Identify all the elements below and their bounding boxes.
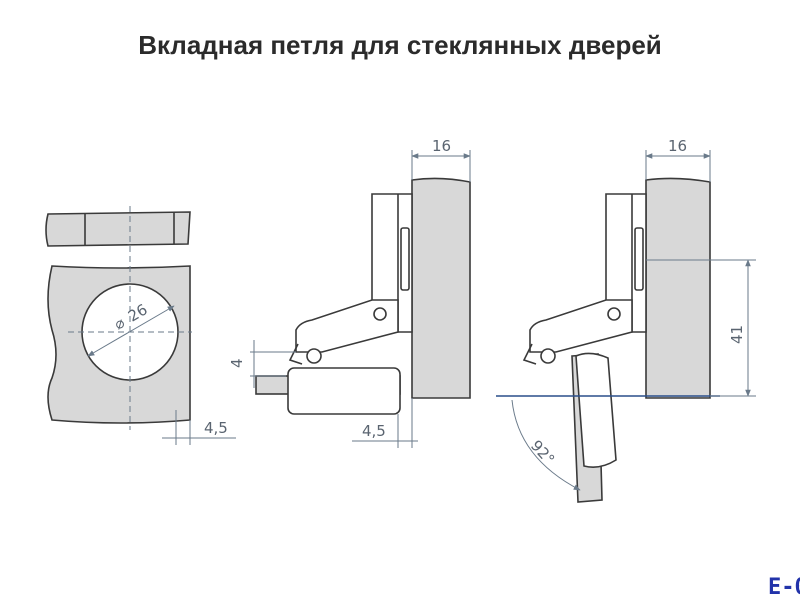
hinge-cup-middle [287,367,401,415]
height-41-label: 41 [728,325,746,344]
left-view: ⌀ 26 4,5 [45,206,236,445]
door-thickness-2-label: 16 [668,137,687,155]
product-code: E-0 [768,575,800,600]
pivot-right [540,348,556,364]
height-4-label: 4 [228,358,246,368]
pivot-middle [306,348,322,364]
offset-left-label: 4,5 [204,419,228,437]
middle-view: 16 4 4,5 [228,137,471,448]
angle-label: 92° [527,437,558,469]
plate-slot-right [634,227,644,291]
hinge-arm-right [529,299,633,353]
diameter-line [87,305,175,357]
diagram-title: Вкладная петля для стеклянных дверей [138,30,662,60]
right-view: 16 41 92° [496,137,756,503]
door-thickness-1-label: 16 [432,137,451,155]
arm-hook-right [522,343,537,365]
adjust-screw-right [607,307,621,321]
arm-hook-middle [288,343,303,365]
hinge-arm-middle [295,299,399,353]
adjust-screw-middle [373,307,387,321]
angle-arc [511,399,581,491]
glass-edge-strip [45,211,191,247]
plate-slot [400,227,410,291]
hinge-cup-open [575,352,617,468]
offset-middle-label: 4,5 [362,422,386,440]
cabinet-side-right [645,177,711,399]
cabinet-side-middle [411,177,471,399]
